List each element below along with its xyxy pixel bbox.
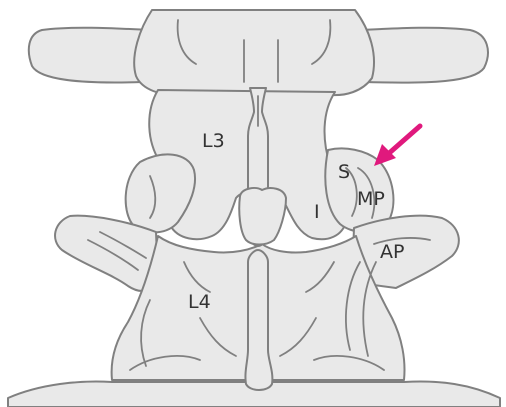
label-l3: L3 <box>202 130 225 152</box>
l3-upper-body <box>134 10 374 95</box>
label-i: I <box>314 201 320 223</box>
l3-lamina-cup <box>239 188 286 245</box>
l4-transverse-process-left <box>55 216 158 291</box>
l3-transverse-process <box>29 28 150 83</box>
l4-spinous-process <box>245 250 272 390</box>
pointer-arrow <box>374 126 420 166</box>
l3-transverse-process-right <box>360 28 488 83</box>
label-l4: L4 <box>188 291 211 313</box>
label-mp: MP <box>357 188 385 210</box>
label-ap: AP <box>380 241 404 263</box>
label-s: S <box>338 161 350 183</box>
